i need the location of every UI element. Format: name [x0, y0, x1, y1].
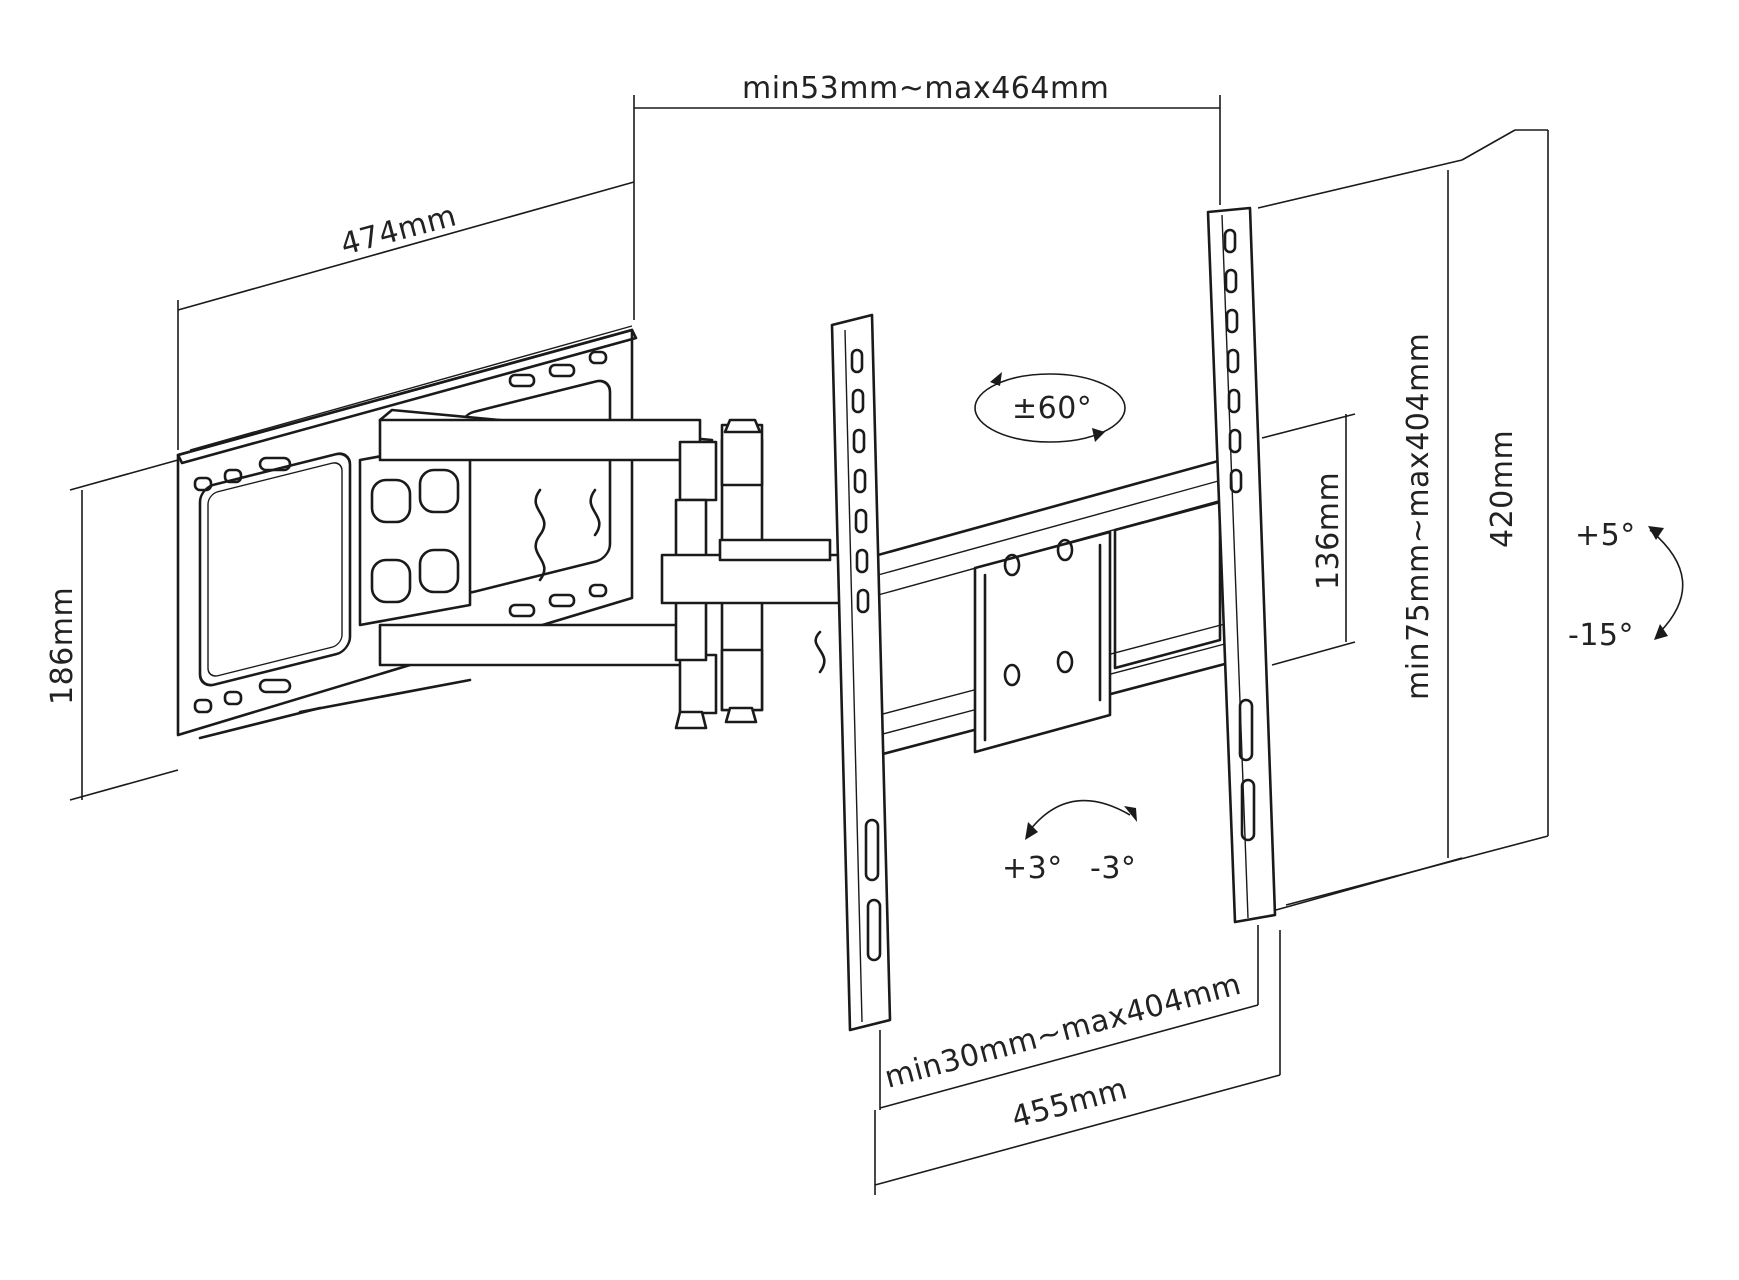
wall-plate-width-label: 474mm	[337, 198, 460, 262]
left-vertical-rail	[830, 313, 892, 1032]
dimension-lines	[69, 95, 1549, 1195]
horizontal-spacing-label: min30mm~max404mm	[881, 967, 1245, 1096]
right-vertical-rail	[1206, 206, 1277, 924]
articulating-arms	[358, 408, 914, 730]
wall-plate-height-label: 186mm	[45, 587, 80, 705]
swivel-arrow	[974, 372, 1126, 443]
arm-extension-label: min53mm~max464mm	[742, 71, 1109, 106]
rotate-right-label: -3°	[1090, 851, 1136, 886]
tilt-arrow	[1648, 526, 1684, 640]
swivel-label: ±60°	[1012, 391, 1092, 426]
tv-plate	[858, 453, 1242, 762]
rotate-left-label: +3°	[1002, 851, 1063, 886]
tilt-up-label: +5°	[1575, 518, 1636, 553]
tilt-down-label: -15°	[1568, 618, 1634, 653]
rotate-arrow	[1025, 799, 1137, 840]
overall-height-label: 420mm	[1485, 430, 1520, 548]
rail-spacing-label: min75mm~max404mm	[1401, 333, 1436, 700]
bracket-spacing-label: 136mm	[1311, 472, 1346, 590]
overall-width-label: 455mm	[1008, 1071, 1131, 1135]
